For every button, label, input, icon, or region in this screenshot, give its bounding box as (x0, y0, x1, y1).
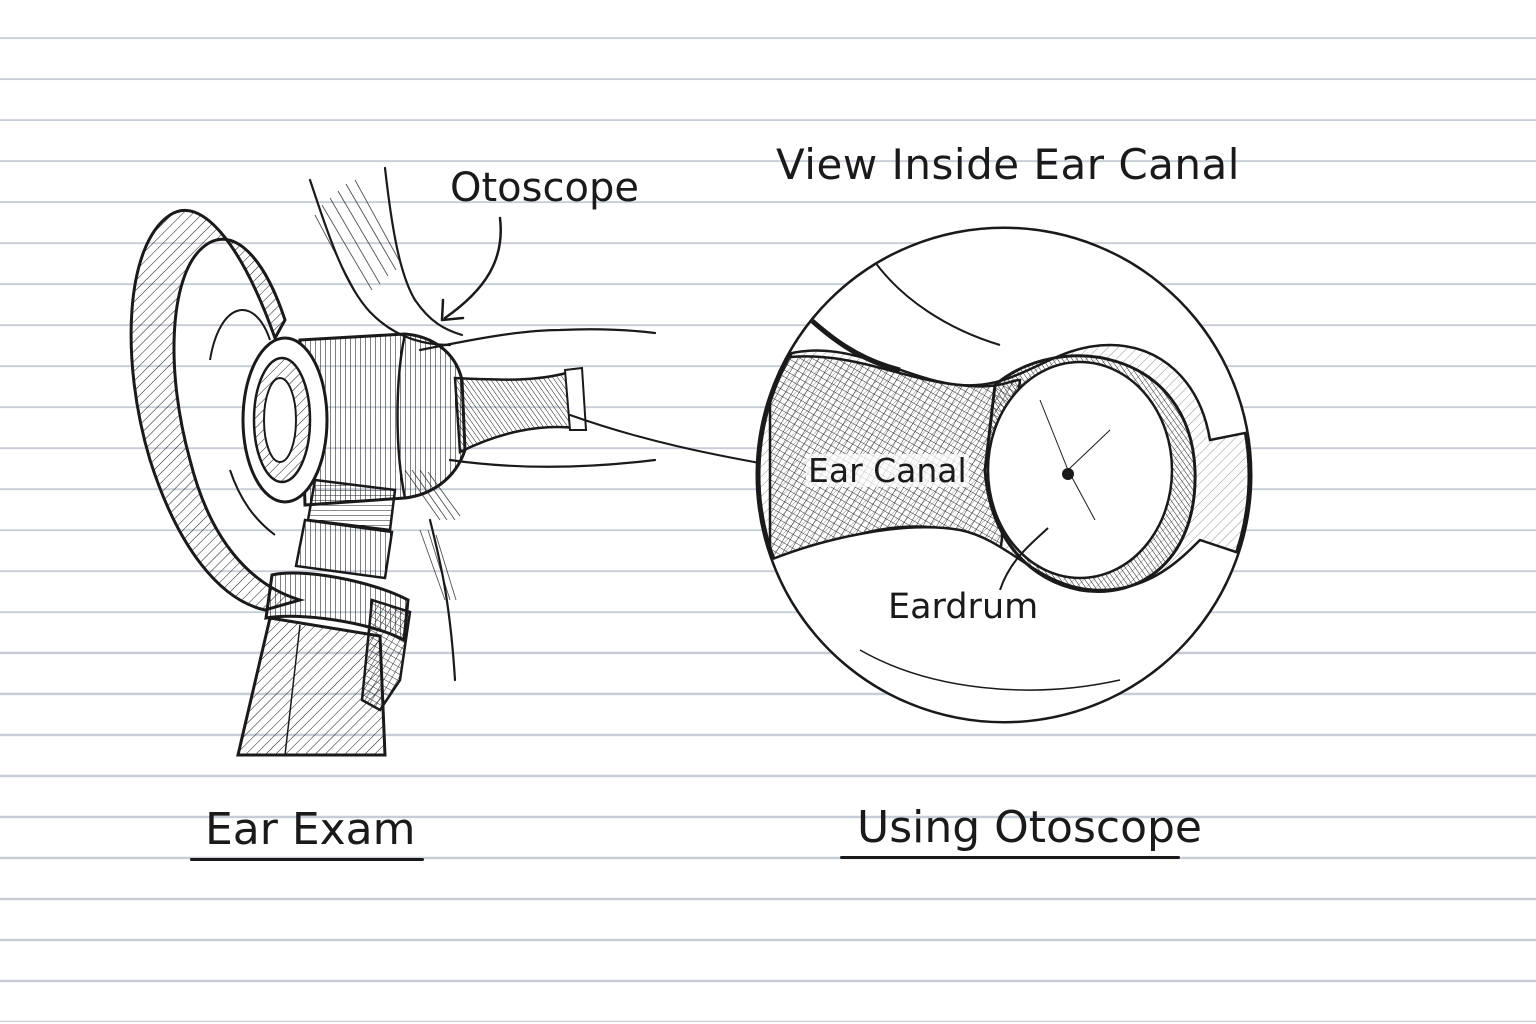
caption-ear-exam: Ear Exam (205, 804, 416, 855)
caption-using-otoscope: Using Otoscope (857, 802, 1202, 853)
outer-ear (129, 208, 306, 612)
ear-canal-label: Ear Canal (806, 451, 969, 490)
otoscope-arrow (440, 216, 502, 322)
caption-underline-left (190, 858, 424, 861)
view-title: View Inside Ear Canal (776, 140, 1240, 189)
otoscope-label: Otoscope (450, 165, 639, 211)
caption-underline-right (840, 856, 1180, 859)
head-shading (314, 179, 461, 601)
otoscope-drawing (236, 332, 588, 757)
eardrum-label: Eardrum (886, 587, 1041, 627)
ear-canal-view (755, 226, 1253, 724)
